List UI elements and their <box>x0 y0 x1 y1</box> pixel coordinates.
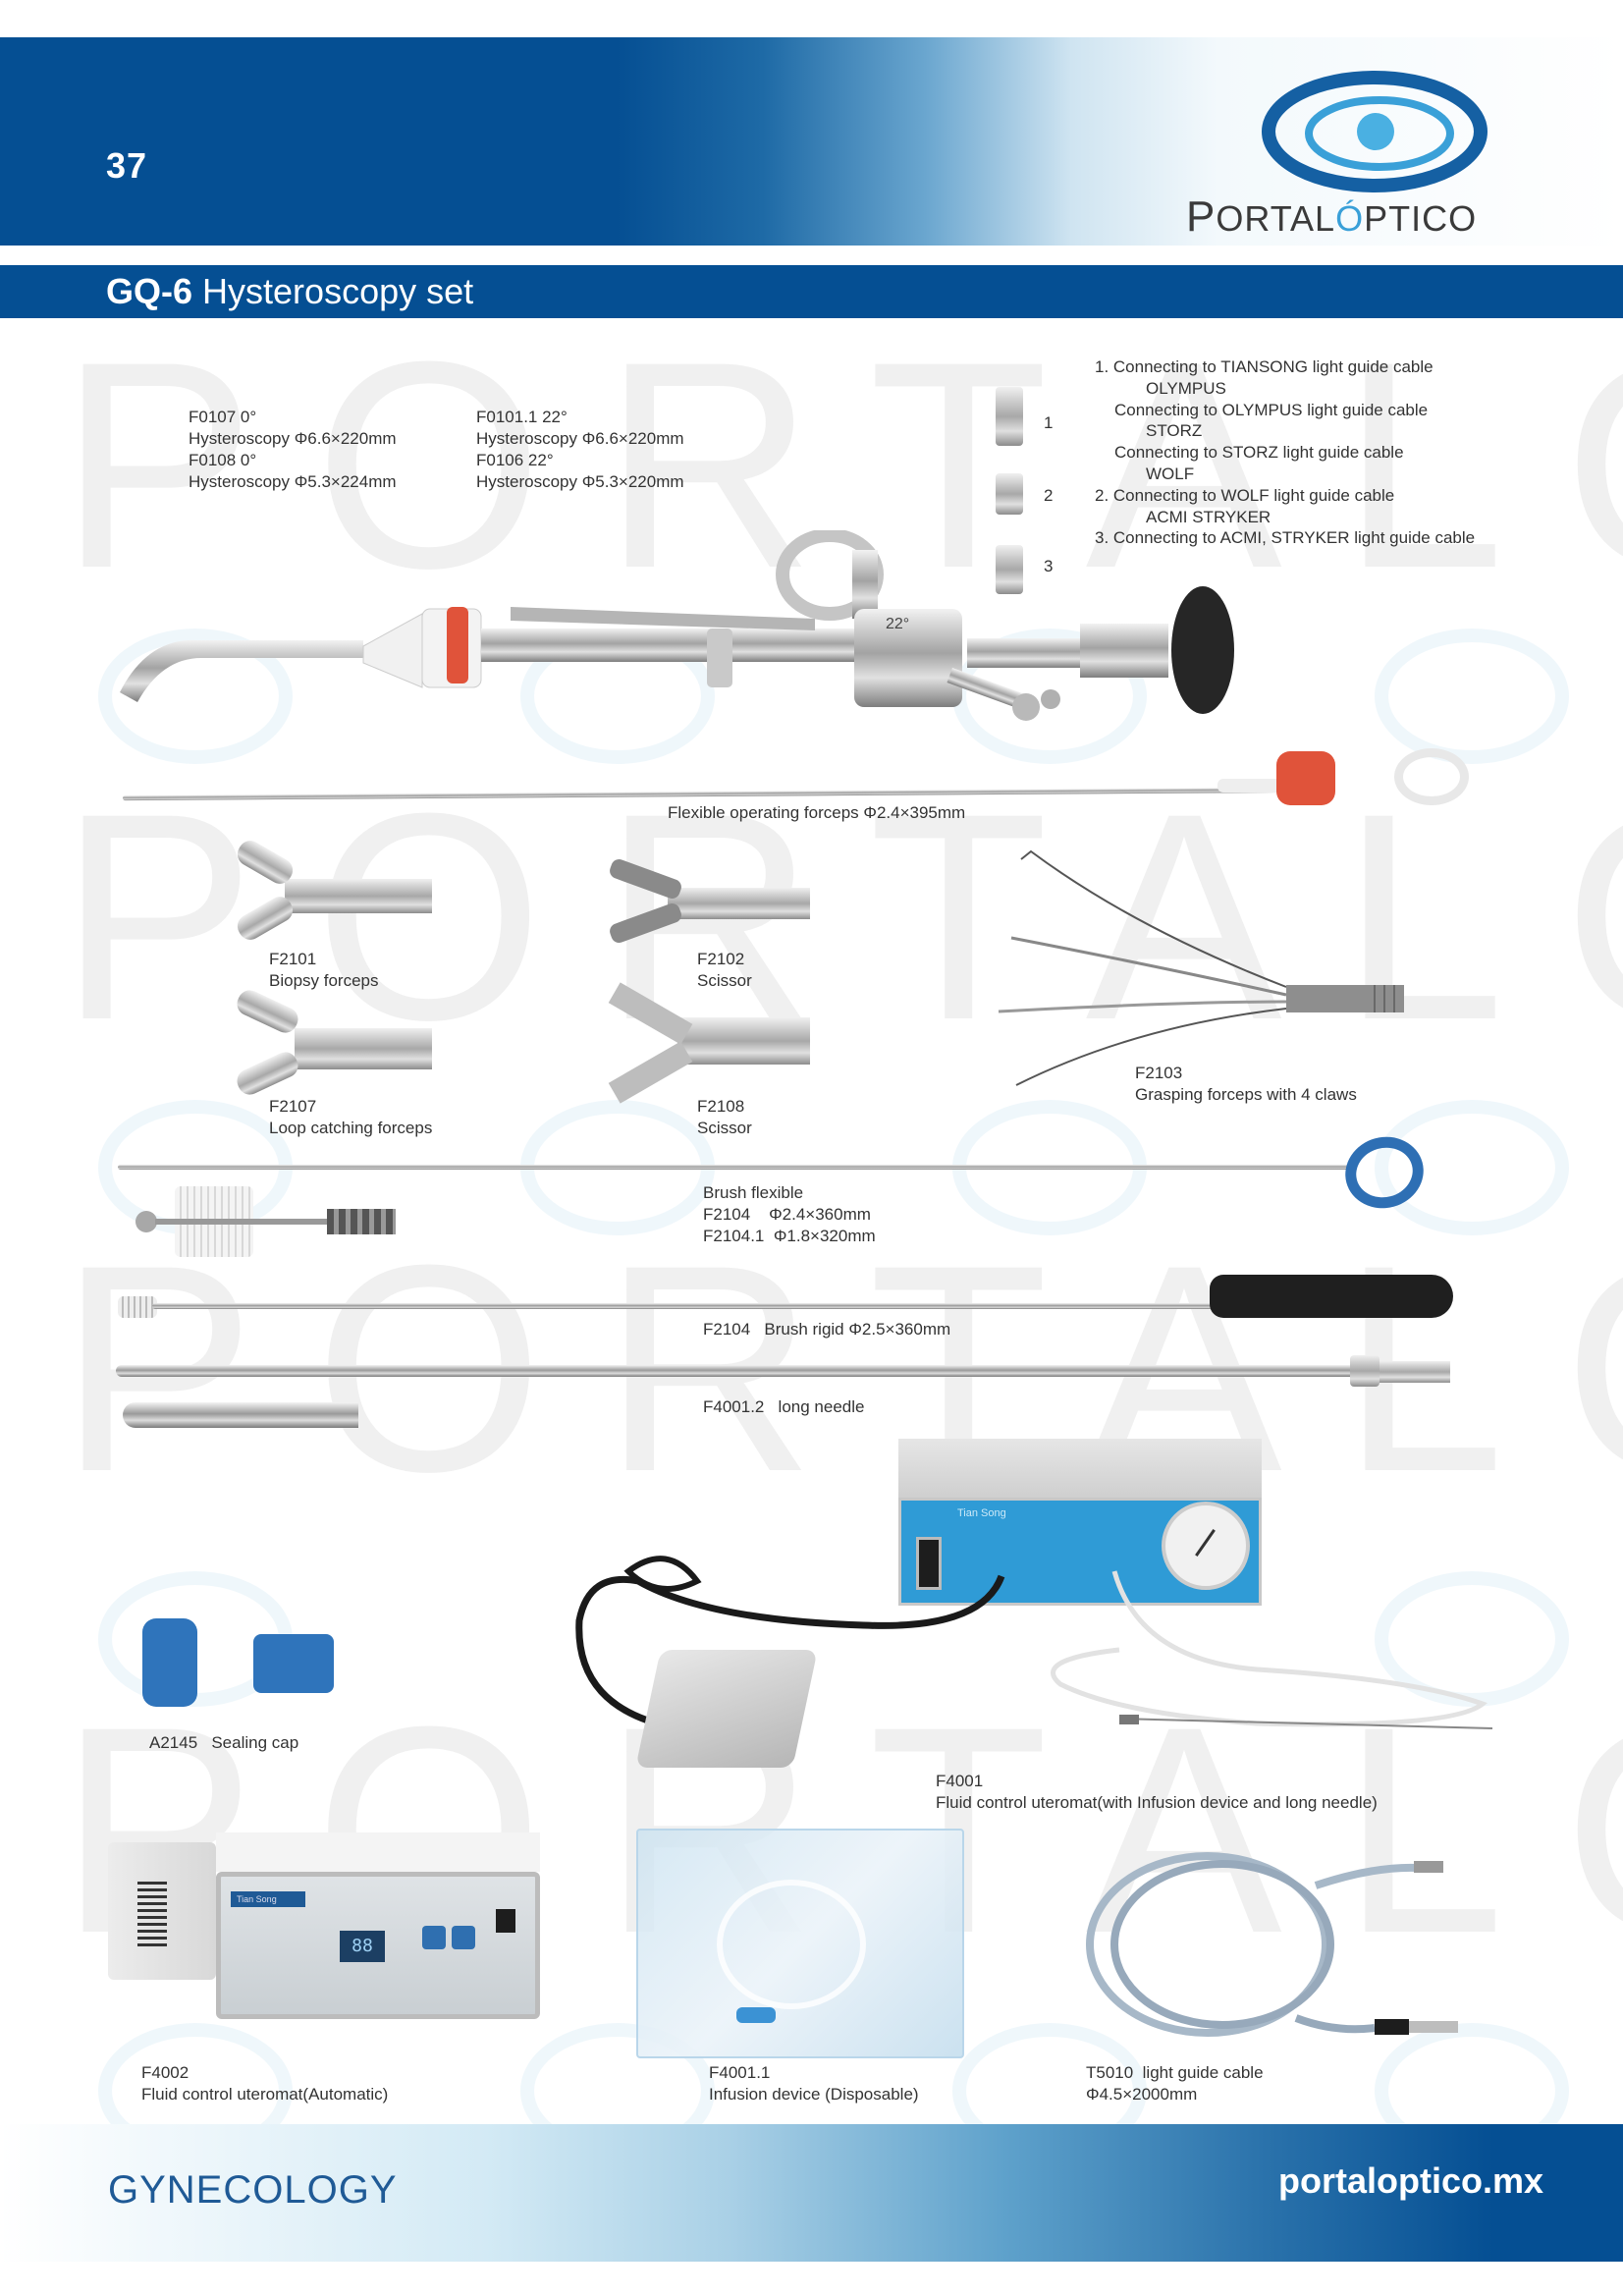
scope-angle-marking: 22° <box>886 616 909 632</box>
uteromat-f4002-image: Tian Song 88 <box>108 1832 540 2029</box>
long-needle-shaft <box>116 1365 1353 1377</box>
set-name: Hysteroscopy set <box>202 271 474 311</box>
long-needle-label: F4001.2 long needle <box>703 1397 865 1416</box>
brush-flexible-tip-image <box>135 1181 401 1260</box>
scissor-f2108-image <box>608 982 810 1104</box>
grasping-forceps-4-claws-image <box>998 849 1404 1086</box>
tip-f2101-text: F2101 Biopsy forceps <box>269 950 379 990</box>
adapter-label-3: 3 <box>1044 557 1054 575</box>
sealing-cap-label: A2145 Sealing cap <box>149 1733 299 1752</box>
uteromat-f4001-image: Tian Song <box>898 1439 1262 1611</box>
light-guide-cable-image <box>1086 1852 1458 2037</box>
loop-catching-forceps-image <box>231 986 432 1099</box>
flexible-forceps-grip <box>1217 779 1286 793</box>
brand-eye-logo-icon <box>1262 71 1488 192</box>
sealing-cap-image-1 <box>142 1618 197 1707</box>
power-switch-icon <box>916 1537 942 1590</box>
brush-rigid-label: F2104 Brush rigid Φ2.5×360mm <box>703 1320 951 1339</box>
set-code: GQ-6 <box>106 271 193 311</box>
increase-button-icon <box>422 1926 446 1949</box>
adapter-label-2: 2 <box>1044 486 1054 505</box>
flexible-forceps-red-handle <box>1276 751 1335 805</box>
brush-flexible-text: Brush flexible F2104 Φ2.4×360mm F2104.1 … <box>703 1183 876 1245</box>
page-number: 37 <box>106 145 148 186</box>
brush-rigid-black-handle <box>1210 1275 1453 1318</box>
brand-wordmark: PORTALÓPTICO <box>1186 192 1478 241</box>
scissor-f2102-image <box>607 856 810 946</box>
adapter-label-1: 1 <box>1044 413 1054 432</box>
infusion-device-text: F4001.1 Infusion device (Disposable) <box>709 2063 919 2104</box>
decrease-button-icon <box>452 1926 475 1949</box>
flexible-forceps-label: Flexible operating forceps Φ2.4×395mm <box>668 803 966 822</box>
adapter-3-image <box>996 545 1023 594</box>
flexible-forceps-ring <box>1394 748 1469 805</box>
biopsy-forceps-image <box>231 836 432 945</box>
foot-pedal-icon <box>635 1650 818 1768</box>
uteromat-f4002-text: F4002 Fluid control uteromat(Automatic) <box>141 2063 389 2104</box>
digital-display: 88 <box>340 1931 385 1962</box>
footer-website-link[interactable]: portaloptico.mx <box>1278 2160 1544 2201</box>
title-band <box>0 265 1623 318</box>
tip-f2107-text: F2107 Loop catching forceps <box>269 1097 433 1137</box>
page-title: GQ-6 Hysteroscopy set <box>106 269 473 314</box>
sealing-cap-image-2 <box>253 1634 334 1693</box>
flexible-forceps-shaft <box>122 787 1302 801</box>
scope-list-right: F0101.1 22° Hysteroscopy Φ6.6×220mm F010… <box>476 408 684 491</box>
brush-rigid-shaft <box>152 1303 1213 1309</box>
adapter-2-image <box>996 473 1023 515</box>
long-needle-tip-closeup <box>123 1402 358 1428</box>
brush-rigid-tip <box>118 1296 157 1318</box>
pressure-gauge-icon <box>1162 1502 1250 1590</box>
infusion-device-image <box>636 1829 964 2058</box>
hysteroscope-image: 22° <box>120 530 1234 721</box>
tip-f2102-text: F2102 Scissor <box>697 950 752 990</box>
long-needle-hub <box>1350 1355 1380 1387</box>
light-guide-cable-text: T5010 light guide cable Φ4.5×2000mm <box>1086 2063 1264 2104</box>
tip-f2108-text: F2108 Scissor <box>697 1097 752 1137</box>
power-switch-icon <box>496 1909 515 1933</box>
uteromat-f4001-text: F4001 Fluid control uteromat(with Infusi… <box>936 1772 1378 1812</box>
foot-pedal-cable-tube-image <box>575 1556 1492 1732</box>
long-needle-hub-end <box>1380 1361 1450 1383</box>
tip-f2103-text: F2103 Grasping forceps with 4 claws <box>1135 1064 1357 1104</box>
scope-list-left: F0107 0° Hysteroscopy Φ6.6×220mm F0108 0… <box>189 408 397 491</box>
adapter-1-image <box>996 387 1023 446</box>
footer-band <box>0 2124 1623 2262</box>
adapter-notes: 1. Connecting to TIANSONG light guide ca… <box>1095 357 1476 548</box>
brush-flexible-shaft <box>118 1165 1350 1170</box>
footer-section-label: GYNECOLOGY <box>108 2168 398 2212</box>
